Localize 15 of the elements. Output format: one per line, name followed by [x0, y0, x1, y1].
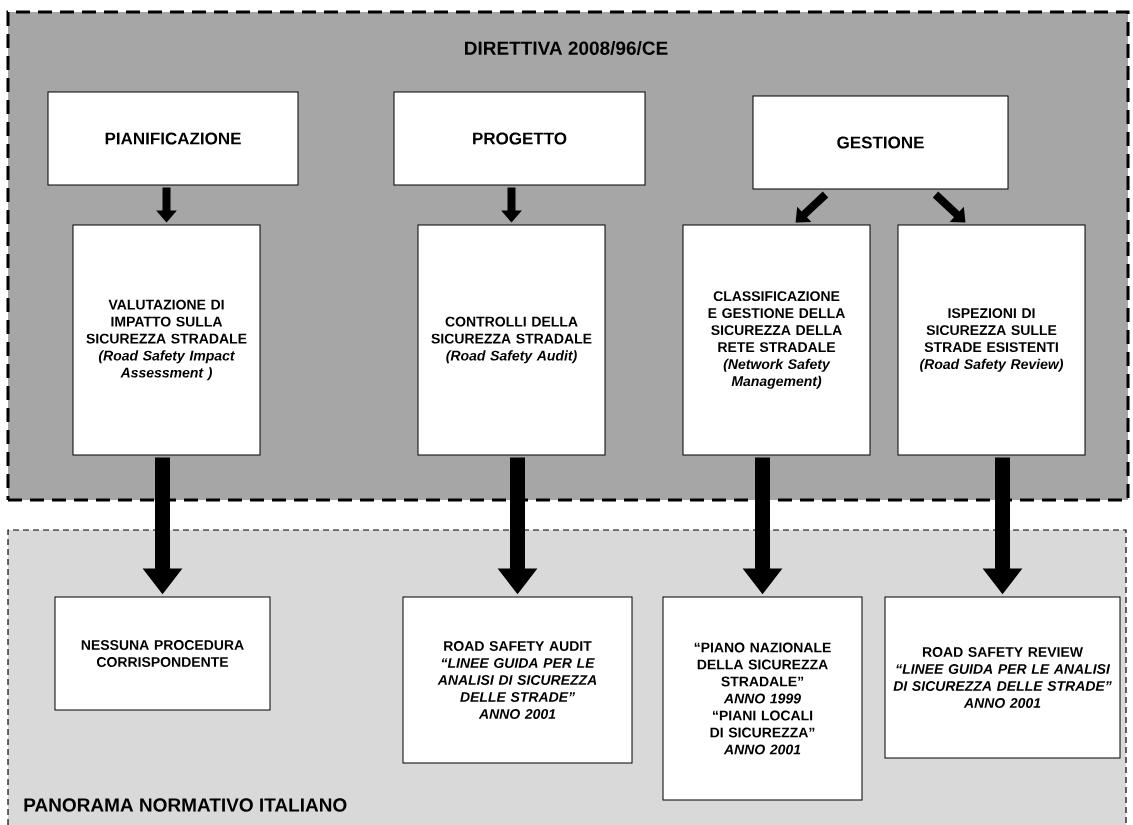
text-box: PROGETTO [393, 91, 646, 186]
panel-title: PANORAMA NORMATIVO ITALIANO [24, 798, 347, 812]
text-box: ROAD SAFETY REVIEW “LINEE GUIDA PER LE ANALISI DI SICUREZZA DELLE STRADE” ANNO 2001 [884, 596, 1121, 759]
text-box: CLASSIFICAZIONE E GESTIONE DELLA SICUREZZA DELLA RETE STRADALE (Network Safety Management) [682, 224, 871, 456]
panel-title: DIRETTIVA 2008/96/CE [465, 40, 668, 56]
arrow [932, 191, 966, 223]
text-box: CONTROLLI DELLA SICUREZZA STRADALE (Road Safety Audit) [417, 224, 606, 456]
text-box: ISPEZIONI DI SICUREZZA SULLE STRADE ESISTENTI (Road Safety Review) [897, 224, 1086, 456]
arrow [795, 191, 829, 223]
text-box: VALUTAZIONE DI IMPATTO SULLA SICUREZZA STRADALE (Road Safety Impact Assessment ) [72, 224, 261, 456]
text-box: “PIANO NAZIONALE DELLA SICUREZZA STRADALE” ANNO 1999 “PIANI LOCALI DI SICUREZZA” ANNO 2001 [662, 596, 863, 801]
text-box: ROAD SAFETY AUDIT “LINEE GUIDA PER LE ANALISI DI SICUREZZA DELLE STRADE” ANNO 2001 [402, 596, 633, 764]
text-box: NESSUNA PROCEDURA CORRISPONDENTE [54, 596, 271, 711]
text-box: PIANIFICAZIONE [47, 91, 299, 186]
text-box: GESTIONE [752, 95, 1009, 190]
